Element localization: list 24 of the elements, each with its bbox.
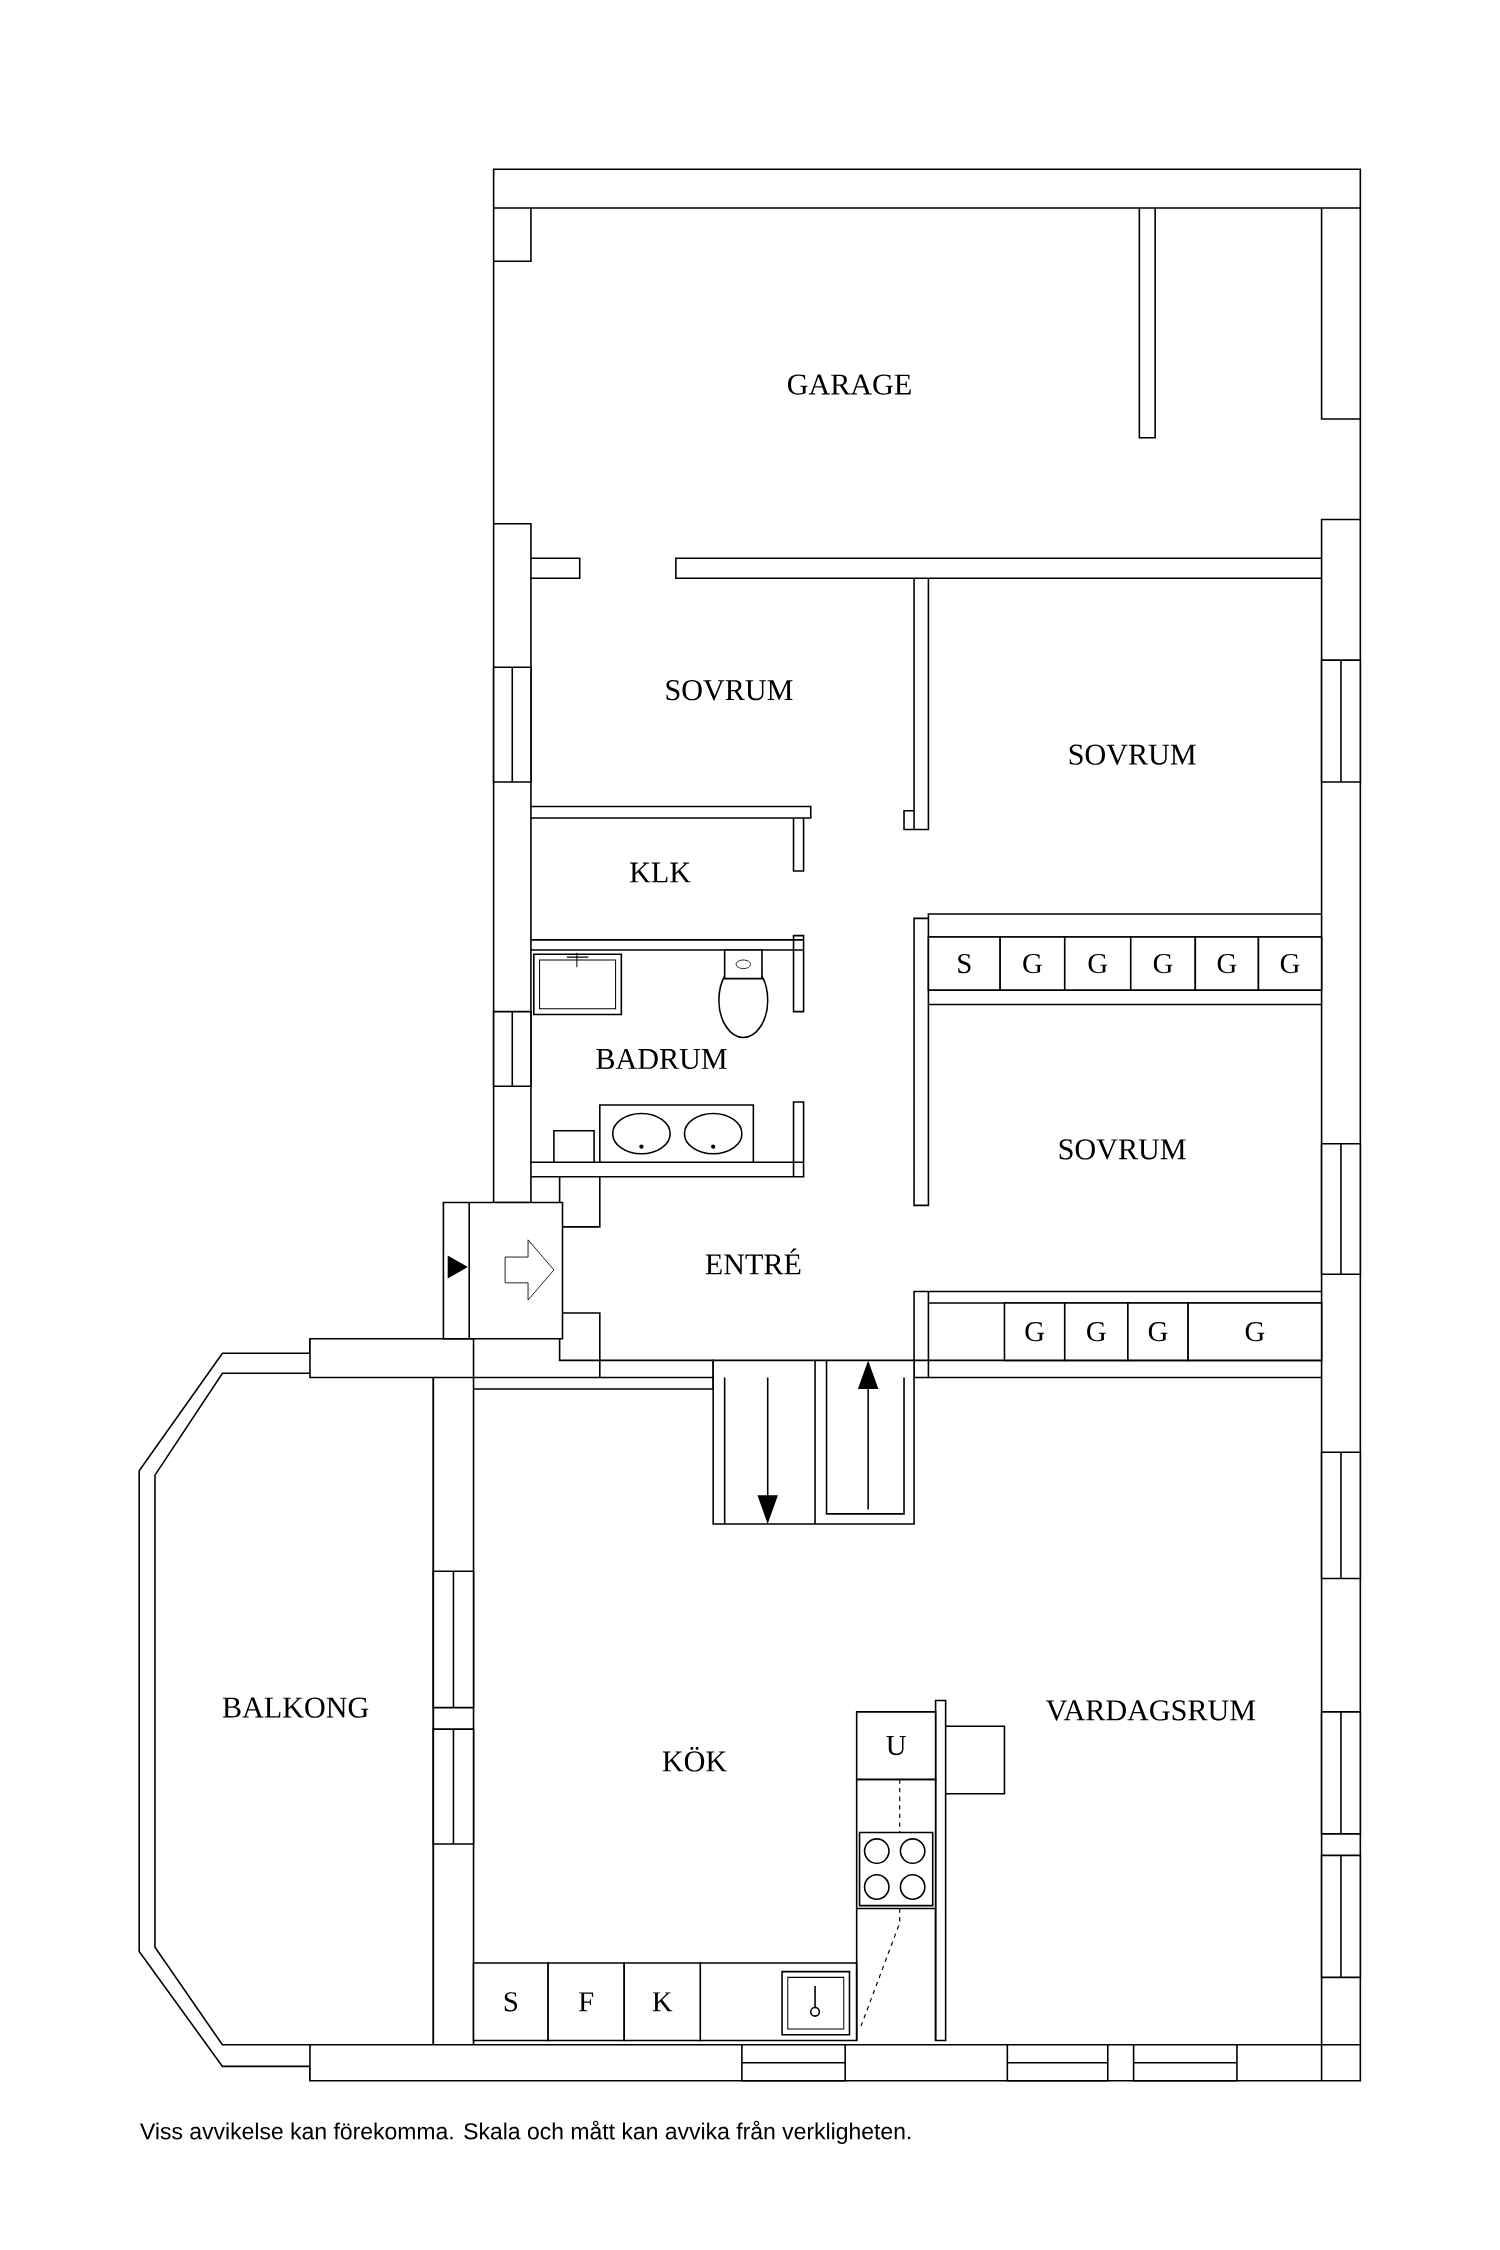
room-label: SOVRUM xyxy=(1069,744,1196,765)
room-label: GARAGE xyxy=(788,374,911,395)
storage-cell: G xyxy=(999,936,1066,991)
storage-cell: S xyxy=(927,936,1002,991)
storage-cell: G xyxy=(1257,936,1323,991)
storage-cell: G xyxy=(1194,936,1260,991)
room-label: VARDAGSRUM xyxy=(1046,1700,1256,1721)
room-label: BADRUM xyxy=(596,1048,727,1070)
room-label: SOVRUM xyxy=(666,680,793,701)
room-label: ENTRÉ xyxy=(705,1248,801,1275)
storage-cell: K xyxy=(623,1962,702,2042)
storage-cell: U xyxy=(856,1711,937,1781)
storage-cell: G xyxy=(1064,1302,1129,1362)
storage-cell: F xyxy=(547,1962,626,2042)
storage-cell: S xyxy=(472,1962,550,2042)
storage-cell: G xyxy=(1064,936,1132,991)
room-label: SOVRUM xyxy=(1059,1139,1186,1160)
room-label: BALKONG xyxy=(223,1697,369,1718)
storage-cell: G xyxy=(1127,1302,1190,1362)
room-label: KLK xyxy=(630,862,691,883)
storage-cell: G xyxy=(1130,936,1197,991)
room-label: KÖK xyxy=(663,1746,728,1772)
storage-cell: G xyxy=(1003,1302,1066,1362)
disclaimer-text: Viss avvikelse kan förekomma. Skala och mått kan avvika från verkligheten. xyxy=(140,2120,911,2144)
